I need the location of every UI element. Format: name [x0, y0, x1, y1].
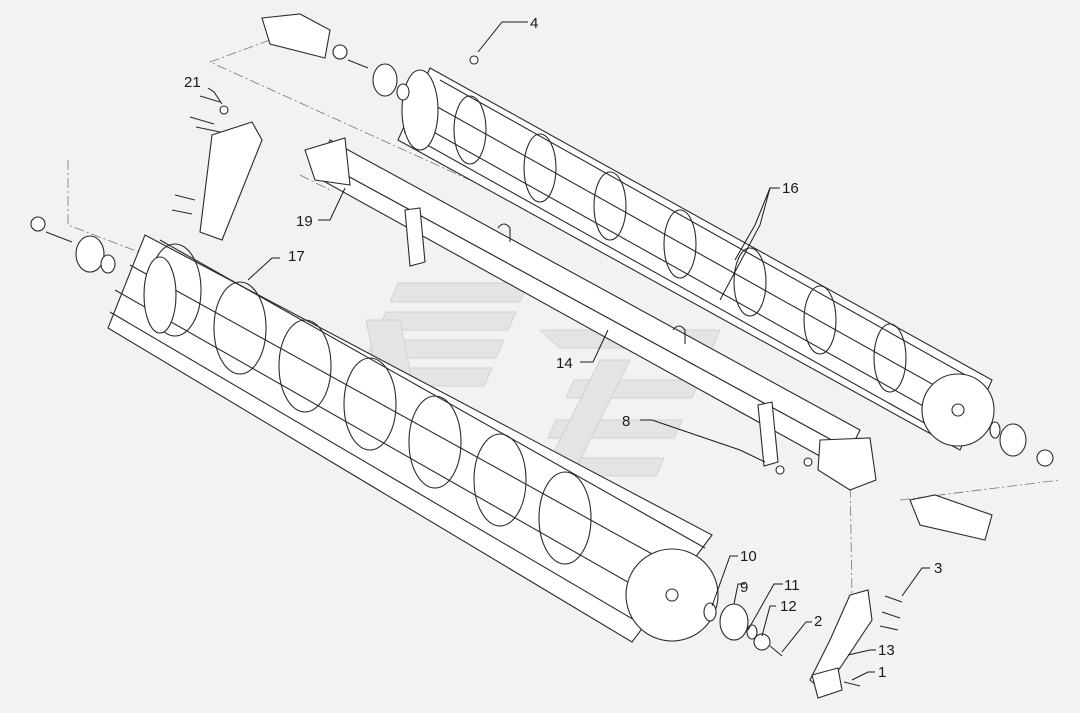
callout-9: 9 [740, 579, 748, 596]
callout-8: 8 [622, 413, 630, 430]
rear-left-bearing [372, 63, 398, 97]
front-roller-rings [148, 243, 592, 565]
callout-19: 19 [296, 213, 313, 230]
front-right-bearing [719, 603, 749, 641]
beam-bracket-left [404, 207, 426, 267]
rear-roller-rings [453, 95, 907, 393]
rear-right-bearing [999, 423, 1027, 457]
beam-hook-2 [672, 325, 686, 344]
rear-roller [397, 67, 995, 451]
leader-lines [207, 21, 930, 681]
callout-2: 2 [814, 613, 822, 630]
callout-17: 17 [288, 248, 305, 265]
callout-14: 14 [556, 355, 573, 372]
callout-16: 16 [782, 180, 799, 197]
front-roller-end-plate [625, 548, 719, 642]
callout-3: 3 [934, 560, 942, 577]
front-left-bearing [75, 235, 105, 273]
callout-1: 1 [878, 664, 886, 681]
beam-bracket-right [757, 401, 779, 467]
callout-12: 12 [780, 598, 797, 615]
callout-4: 4 [530, 15, 538, 32]
hardware-parts [30, 13, 1054, 699]
callout-11: 11 [784, 577, 800, 594]
left-arm-plate [199, 121, 263, 241]
callout-labels: 4 21 19 17 16 14 8 10 9 11 12 2 3 13 1 [184, 15, 942, 681]
callout-13: 13 [878, 642, 895, 659]
rear-roller-end-plate [921, 373, 995, 447]
rear-roller-left-plate [401, 69, 439, 151]
top-left-plate [261, 13, 331, 59]
right-end-plate [909, 494, 993, 541]
callout-10: 10 [740, 548, 757, 565]
beam-hook-1 [497, 223, 511, 242]
callout-21: 21 [184, 74, 201, 91]
frame-beam [304, 137, 877, 491]
front-roller [107, 234, 719, 643]
front-roller-left-plate [143, 256, 177, 334]
